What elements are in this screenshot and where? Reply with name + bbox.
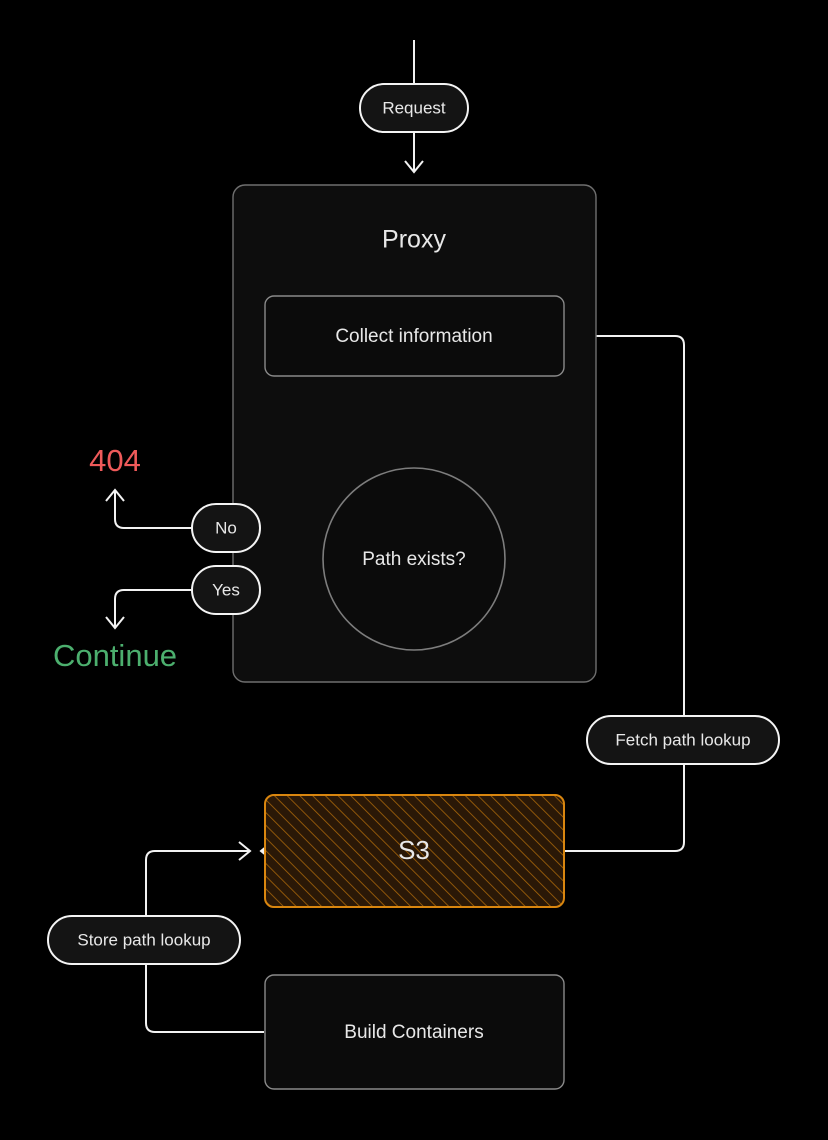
no-branch-node[interactable]: No <box>191 503 261 553</box>
store-path-lookup-node[interactable]: Store path lookup <box>47 915 241 965</box>
path-exists-decision[interactable]: Path exists? <box>322 467 506 651</box>
fetch-path-lookup-label: Fetch path lookup <box>615 730 750 749</box>
status-404-label: 404 <box>89 443 141 478</box>
yes-branch-label: Yes <box>212 580 240 599</box>
continue-label: Continue <box>53 638 177 673</box>
yes-branch-node[interactable]: Yes <box>191 565 261 615</box>
edge-request-to-proxy <box>404 132 424 174</box>
no-branch-label: No <box>215 518 237 537</box>
edge-decision-yes-to-continue <box>105 589 330 630</box>
edge-decision-no-to-404 <box>105 488 330 529</box>
fetch-path-lookup-node[interactable]: Fetch path lookup <box>586 715 780 765</box>
proxy-title: Proxy <box>382 226 446 254</box>
request-node[interactable]: Request <box>359 83 469 133</box>
s3-node[interactable]: S3 <box>264 794 565 908</box>
store-path-lookup-label: Store path lookup <box>77 930 210 949</box>
request-label: Request <box>382 98 446 117</box>
collect-information-box[interactable]: Collect information <box>264 295 565 377</box>
build-containers-node[interactable]: Build Containers <box>264 974 565 1090</box>
path-exists-label: Path exists? <box>362 549 466 570</box>
collect-information-label: Collect information <box>335 326 492 347</box>
build-containers-label: Build Containers <box>344 1022 483 1043</box>
s3-label: S3 <box>398 835 430 865</box>
